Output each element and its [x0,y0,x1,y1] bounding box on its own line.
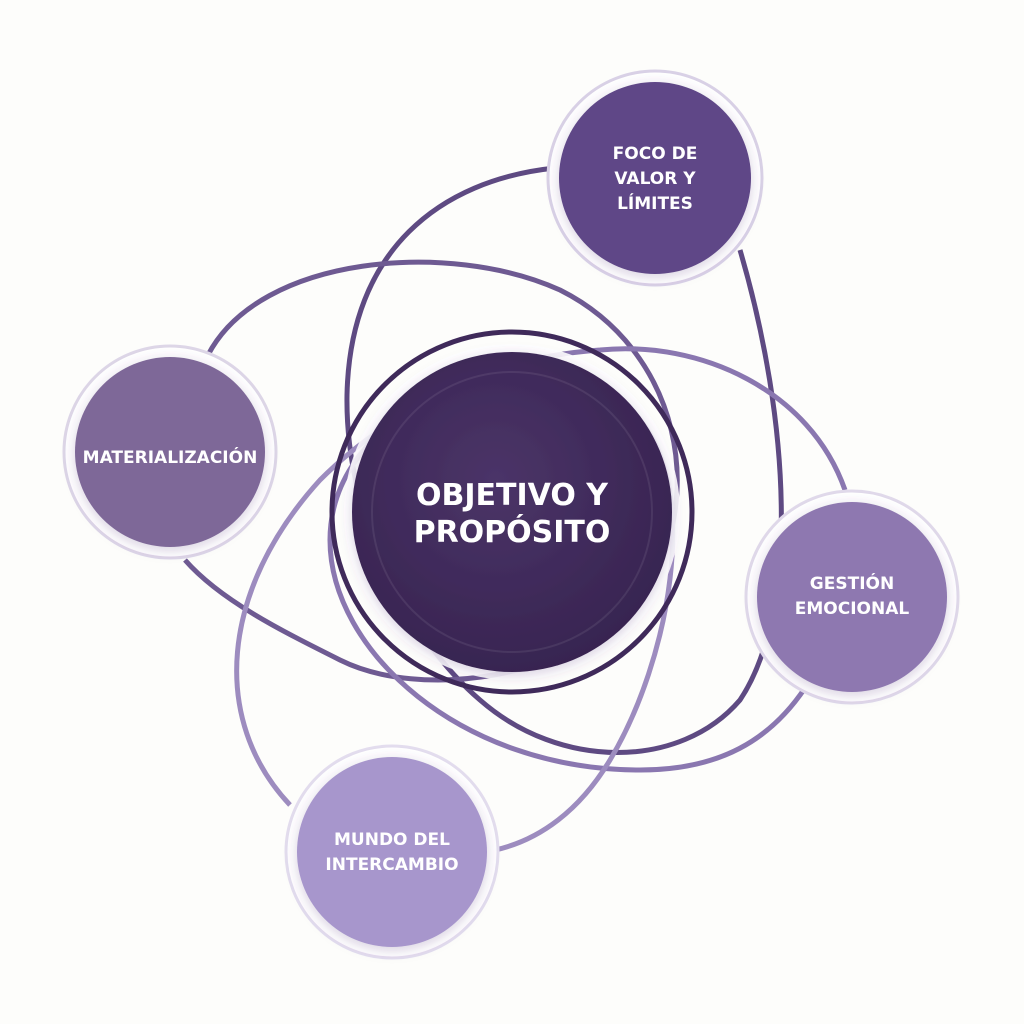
center-label-line-1: OBJETIVO Y [416,478,609,513]
node-mundo-label-line-1: MUNDO DEL [334,830,450,850]
node-gestion-label-line-1: GESTIÓN [810,572,894,594]
node-mundo-del-intercambio: MUNDO DEL INTERCAMBIO [284,744,500,960]
node-gestion-disc [757,502,947,692]
center-node-ring [329,329,695,695]
node-materializacion-label: MATERIALIZACIÓN [83,446,258,468]
node-mundo-label-line-2: INTERCAMBIO [325,855,458,875]
node-mundo-disc [297,757,487,947]
node-gestion-emocional: GESTIÓN EMOCIONAL [744,489,960,705]
center-node-inner-ring [371,371,653,653]
center-node-disc [352,352,672,672]
node-foco-label-line-1: FOCO DE [613,144,698,164]
orbit-loop-gestion [327,346,848,773]
node-foco-disc [559,82,751,274]
node-foco-de-valor: FOCO DE VALOR Y LÍMITES [546,69,764,287]
center-node: OBJETIVO Y PROPÓSITO [329,329,695,695]
node-materializacion-disc [75,357,265,547]
center-label-line-2: PROPÓSITO [414,513,611,550]
node-gestion-label-line-2: EMOCIONAL [795,599,910,619]
node-materializacion: MATERIALIZACIÓN [62,344,278,560]
node-foco-label-line-2: VALOR Y [614,169,696,189]
node-foco-label-line-3: LÍMITES [617,192,693,214]
